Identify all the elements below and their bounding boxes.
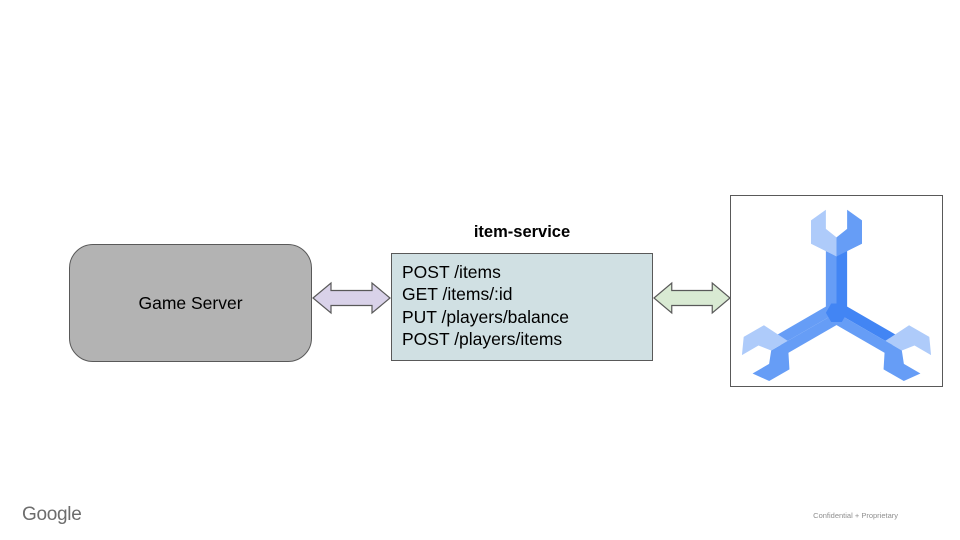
spanner-facet: [883, 340, 921, 381]
spanner-facet: [741, 324, 788, 355]
cloud-spanner-box: [730, 195, 943, 387]
spanner-facet: [825, 247, 837, 313]
spanner-facet: [836, 247, 848, 313]
spanner-facet: [775, 303, 837, 345]
spanner-facet: [885, 324, 932, 355]
confidential-note: Confidential + Proprietary: [813, 511, 898, 520]
spanner-facet: [836, 209, 862, 256]
left-arrow-shape: [312, 281, 391, 315]
endpoint-line: POST /players/items: [402, 329, 563, 350]
cloud-spanner-icon: [741, 209, 932, 381]
spanner-arm-down-right: [831, 303, 932, 381]
game-server-box: Game Server: [69, 244, 312, 362]
item-service-title: item-service: [473, 223, 571, 241]
google-logo: Google: [22, 504, 82, 525]
spanner-arm-up: [811, 209, 862, 313]
endpoint-line: POST /items: [402, 262, 501, 282]
spanner-facet: [831, 312, 893, 354]
spanner-facet: [811, 209, 837, 256]
endpoint-line: GET /items/:id: [402, 284, 513, 305]
right-double-arrow-icon: [653, 281, 731, 315]
spanner-arm-down-left: [741, 303, 842, 381]
item-service-box: POST /items GET /items/:id PUT /players/…: [391, 253, 653, 361]
endpoint-line: PUT /players/balance: [402, 306, 569, 327]
spanner-facet: [752, 340, 790, 381]
left-double-arrow-icon: [312, 281, 391, 315]
right-arrow-shape: [653, 281, 731, 315]
game-server-label: Game Server: [138, 292, 243, 313]
spanner-facet: [836, 303, 898, 345]
spanner-facet: [780, 312, 842, 354]
spanner-center-facet: [825, 303, 848, 322]
